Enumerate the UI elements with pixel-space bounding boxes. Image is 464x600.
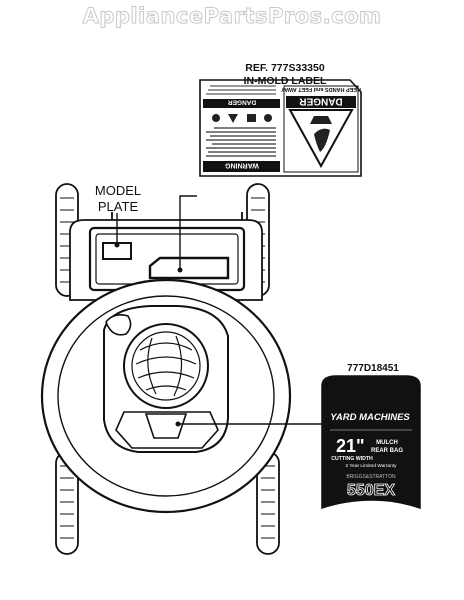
model-label-line2: PLATE: [97, 199, 139, 214]
decal-mulch-text: MULCH: [376, 440, 398, 446]
decal-warranty-text: 2 Year Limited Warranty: [345, 463, 397, 469]
pictogram-icon: [212, 114, 272, 123]
decal-engine-model-text: 550EX: [347, 482, 395, 499]
watermark: AppliancePartsPros.com: [82, 4, 382, 29]
decal-torque-text: 140: [366, 501, 378, 508]
decal-brand-text: YARD MACHINES: [330, 412, 410, 423]
decal-size-text: 21": [336, 436, 365, 456]
in-mold-leader-line: [179, 195, 197, 270]
decal-ref-number: 777D18451: [347, 363, 399, 374]
danger-footer-text: DANGER: [228, 99, 256, 106]
danger-bar-text: DANGER: [299, 96, 343, 107]
ref-description: IN-MOLD LABEL: [243, 75, 327, 87]
yard-machines-decal: YARD MACHINES 21" MULCH CUTTING WIDTH RE…: [321, 375, 421, 510]
label-recess: [148, 256, 230, 280]
ref-number: REF. 777S33350: [245, 62, 325, 74]
model-label-line1: MODEL: [94, 183, 142, 198]
keep-hands-text: KEEP HANDS and FEET AWAY: [281, 86, 361, 92]
decal-cutting-width-text: CUTTING WIDTH: [331, 456, 373, 462]
model-plate-callout: MODEL PLATE: [78, 183, 158, 215]
hand-hazard-icon: [288, 109, 354, 169]
warning-header-text: WARNING: [225, 162, 259, 169]
in-mold-danger-label: DANGER KEEP HANDS and FEET AWAY WARNING …: [199, 79, 362, 177]
decal-engine-brand-text: BRIGGS&STRATTON: [346, 474, 396, 480]
in-mold-label-ref: REF. 777S33350 IN-MOLD LABEL: [235, 62, 335, 88]
mower-body: [40, 183, 322, 555]
decal-rear-bag-text: REAR BAG: [371, 448, 403, 454]
